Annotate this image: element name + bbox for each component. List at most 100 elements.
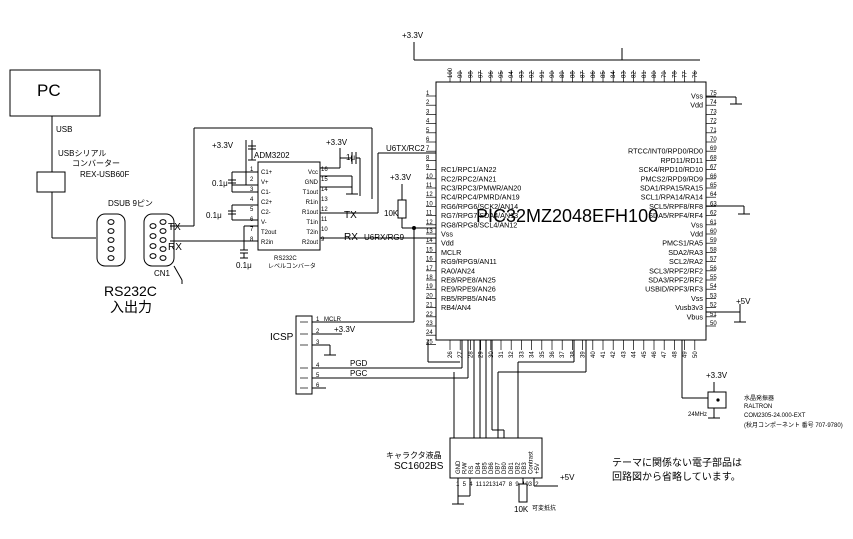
adm-pin-number: 12	[321, 207, 328, 213]
adm-pin-number: 1	[250, 167, 254, 173]
lcd-pin-name: DB3	[522, 462, 528, 474]
lcd-pot-note: 可変抵抗	[532, 504, 556, 512]
osc-brand: RALTRON	[744, 404, 772, 410]
lcd-pin-number: 3	[529, 482, 533, 488]
adm-pin-name: C1-	[261, 190, 271, 196]
resistor-10k: 10K	[384, 209, 399, 218]
mcu-right-pin-number: 52	[710, 303, 717, 309]
lcd-pin-name: DB5	[482, 462, 488, 474]
mcu-top-pin-number: 85	[601, 71, 607, 78]
lcd-pin-name: DB0	[502, 462, 508, 474]
mcu-right-pin-name: PMCS1/RA5	[662, 239, 703, 248]
lcd-wires	[427, 340, 587, 438]
lcd-pin-number: 2	[535, 482, 539, 488]
mcu-top-pin-number: 83	[621, 71, 627, 78]
lcd-v5-label: +5V	[560, 473, 575, 482]
mcu-top-pin-number: 98	[468, 71, 474, 78]
adm-cap2: 0.1μ	[206, 211, 222, 220]
mcu-right-pin-name: RPD11/RD11	[661, 156, 703, 165]
adm-pin-number: 2	[250, 177, 254, 183]
mcu-bottom-pin-number: 32	[509, 351, 515, 358]
mcu-left-pin-name: RA0/AN24	[441, 266, 475, 275]
adm-pin-number: 13	[321, 197, 328, 203]
mcu-left-pin-number: 12	[426, 192, 433, 198]
mcu-bottom-pin-number: 46	[652, 351, 658, 358]
mcu-bottom-pin-number: 35	[540, 351, 546, 358]
mcu-right-pin-name: Vbus	[687, 312, 704, 321]
mcu-top-pin-number: 94	[509, 71, 515, 78]
mcu-bottom-pin-number: 44	[632, 351, 638, 358]
dsub-pin	[159, 219, 167, 225]
oscillator: +3.3V 24MHz 水晶発振器 RALTRON COM2305-24.000…	[681, 340, 843, 429]
osc-label: 水晶発振器	[744, 394, 774, 402]
mcu-left-pin-number: 21	[426, 303, 433, 309]
mcu-bottom-pin-number: 26	[448, 351, 454, 358]
mcu-bottom-pin-number: 45	[642, 351, 648, 358]
mcu-left-pin-number: 16	[426, 257, 433, 263]
mcu-bottom-pin-number: 27	[458, 351, 464, 358]
mcu-left-pin-number: 24	[426, 330, 433, 336]
mcu-right-pin-number: 66	[710, 174, 717, 180]
icsp-pin-number: 5	[316, 373, 320, 379]
adm-pin-number: 4	[250, 197, 254, 203]
mcu-left-pin-number: 6	[426, 137, 430, 143]
mcu-right-pin-name: SDA3/RPF2/RF2	[648, 276, 703, 285]
icsp-mclr-label: MCLR	[324, 317, 342, 323]
mclr-v33-label: +3.3V	[390, 173, 412, 182]
mcu-left-pin-number: 10	[426, 201, 433, 207]
mcu-top-pin-number: 93	[519, 71, 525, 78]
adm-pin-number: 9	[321, 237, 325, 243]
mcu-right-pin-name: PMCS2/RPD9/RD9	[641, 174, 703, 183]
serial-wires: TX U6TX/RC2 RX U6RX/RG9	[320, 144, 436, 243]
mcu-right-pin-number: 63	[710, 201, 717, 207]
icsp-pin-number: 2	[316, 329, 320, 335]
mcu-right-pin-name: SCL1/RPA14/RA14	[641, 193, 703, 202]
mcu-left-pin-number: 20	[426, 293, 433, 299]
note-line2: 回路図から省略しています。	[612, 470, 741, 483]
dsub-pin	[107, 246, 115, 252]
usb-converter: USBシリアル コンバーター REX-USB60F	[36, 149, 129, 239]
mcu-right-pin-name: SDA5/RPF4/RF4	[648, 211, 703, 220]
adm-pin-number: 14	[321, 187, 328, 193]
mcu-bottom-pin-number: 28	[468, 351, 474, 358]
lcd-pin-number: 7	[502, 482, 506, 488]
mcu-v33-label: +3.3V	[402, 31, 424, 40]
osc-freq: 24MHz	[688, 412, 707, 418]
mcu-right-pin-name: Vss	[691, 294, 703, 303]
mcu-bottom-pin-number: 48	[672, 351, 678, 358]
mcu-left-pin-number: 10	[426, 174, 433, 180]
mcu-top-pin-number: 90	[550, 71, 556, 78]
mcu-left-pin-number: 17	[426, 266, 433, 272]
pgc-label: PGC	[350, 369, 368, 378]
dsub-pin	[107, 219, 115, 225]
mcu-left-pin-number: 11	[426, 183, 433, 189]
mcu-right-pin-name: RTCC/INT0/RPD0/RD0	[628, 147, 703, 156]
mcu-left-pin-name: Vdd	[441, 239, 454, 248]
mcu-left-pin-name: RC3/RPC3/PMWR/AN20	[441, 184, 521, 193]
adm-pin-number: 8	[250, 237, 254, 243]
mcu-left-pin-number: 3	[426, 109, 430, 115]
mcu-right-pin-name: Vss	[691, 220, 703, 229]
mcu-top-pin-number: 82	[632, 71, 638, 78]
mcu-bottom-pin-number: 41	[601, 351, 607, 358]
mcu-bottom-pin-number: 47	[662, 351, 668, 358]
dsub-pin	[107, 228, 115, 234]
lcd-model: SC1602BS	[394, 461, 444, 472]
dsub-pin	[149, 253, 157, 259]
mcu-left-pin-number: 9	[426, 165, 430, 171]
mcu-right-pin-name: Vdd	[690, 101, 703, 110]
mcu-top-pin-number: 78	[672, 71, 678, 78]
adm-caption1: RS232C	[274, 256, 297, 262]
dsub-caption1: RS232C	[104, 283, 157, 299]
mcu-bottom-pin-number: 42	[611, 351, 617, 358]
mcu-top-pin-number: 84	[611, 71, 617, 78]
adm-pin-name: V-	[261, 220, 267, 226]
lcd-pin-number: 13	[489, 482, 496, 488]
mcu-right-pin-name: SCL5/RPF8/RF8	[649, 202, 703, 211]
dsub-caption2: 入出力	[110, 299, 152, 315]
mcu-v5-label: +5V	[736, 297, 751, 306]
mcu-left-pin-name: RB4/AN4	[441, 303, 471, 312]
dsub-pin	[149, 233, 157, 239]
